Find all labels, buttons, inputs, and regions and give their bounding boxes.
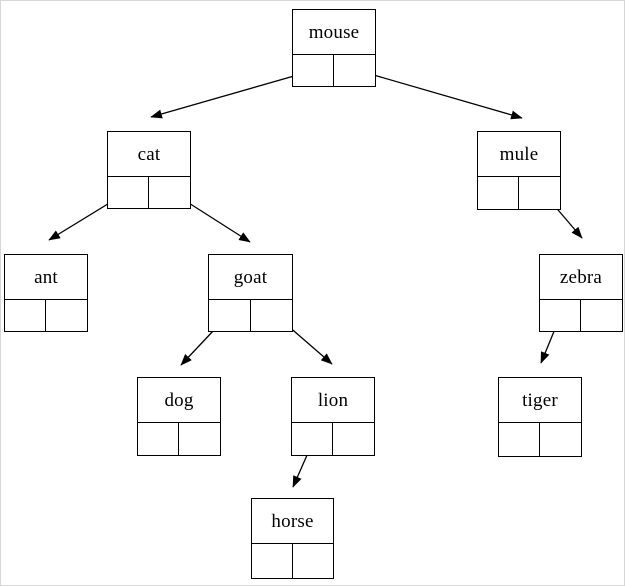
right-pointer-cell-dog[interactable] <box>179 423 220 455</box>
node-pointers-mule <box>478 177 560 209</box>
tree-node-zebra[interactable]: zebra <box>539 254 623 332</box>
node-pointers-cat <box>108 177 190 208</box>
node-label-zebra: zebra <box>540 255 622 300</box>
left-pointer-cell-tiger[interactable] <box>499 423 540 456</box>
tree-node-mouse[interactable]: mouse <box>292 9 376 87</box>
left-pointer-cell-cat[interactable] <box>108 177 149 208</box>
right-pointer-cell-ant[interactable] <box>46 300 87 331</box>
tree-node-ant[interactable]: ant <box>4 254 88 332</box>
right-pointer-cell-mouse[interactable] <box>334 55 375 86</box>
right-pointer-cell-cat[interactable] <box>149 177 190 208</box>
node-label-dog: dog <box>138 378 220 423</box>
left-pointer-cell-ant[interactable] <box>5 300 46 331</box>
right-pointer-cell-mule[interactable] <box>519 177 560 209</box>
tree-node-goat[interactable]: goat <box>208 254 293 332</box>
left-pointer-cell-horse[interactable] <box>252 544 293 578</box>
edge-arrow-mouse-cat <box>150 69 316 119</box>
node-pointers-horse <box>252 544 333 578</box>
tree-node-cat[interactable]: cat <box>107 131 191 209</box>
node-pointers-dog <box>138 423 220 455</box>
right-pointer-cell-horse[interactable] <box>293 544 334 578</box>
left-pointer-cell-dog[interactable] <box>138 423 179 455</box>
left-pointer-cell-goat[interactable] <box>209 300 251 331</box>
node-label-mouse: mouse <box>293 10 375 55</box>
node-pointers-goat <box>209 300 292 331</box>
tree-node-dog[interactable]: dog <box>137 377 221 456</box>
node-label-ant: ant <box>5 255 87 300</box>
node-label-mule: mule <box>478 132 560 177</box>
node-label-horse: horse <box>252 499 333 544</box>
node-pointers-tiger <box>499 423 581 456</box>
right-pointer-cell-lion[interactable] <box>333 423 374 455</box>
tree-node-horse[interactable]: horse <box>251 498 334 579</box>
node-pointers-lion <box>292 423 374 455</box>
tree-node-tiger[interactable]: tiger <box>498 377 582 457</box>
edge-arrow-mouse-mule <box>352 68 523 120</box>
left-pointer-cell-zebra[interactable] <box>540 300 581 331</box>
node-label-tiger: tiger <box>499 378 581 423</box>
right-pointer-cell-tiger[interactable] <box>540 423 581 456</box>
tree-node-lion[interactable]: lion <box>291 377 375 456</box>
node-label-cat: cat <box>108 132 190 177</box>
tree-node-mule[interactable]: mule <box>477 131 561 210</box>
left-pointer-cell-mule[interactable] <box>478 177 519 209</box>
node-pointers-ant <box>5 300 87 331</box>
left-pointer-cell-mouse[interactable] <box>293 55 334 86</box>
left-pointer-cell-lion[interactable] <box>292 423 333 455</box>
right-pointer-cell-goat[interactable] <box>251 300 293 331</box>
node-pointers-mouse <box>293 55 375 86</box>
node-label-goat: goat <box>209 255 292 300</box>
node-label-lion: lion <box>292 378 374 423</box>
right-pointer-cell-zebra[interactable] <box>581 300 622 331</box>
node-pointers-zebra <box>540 300 622 331</box>
